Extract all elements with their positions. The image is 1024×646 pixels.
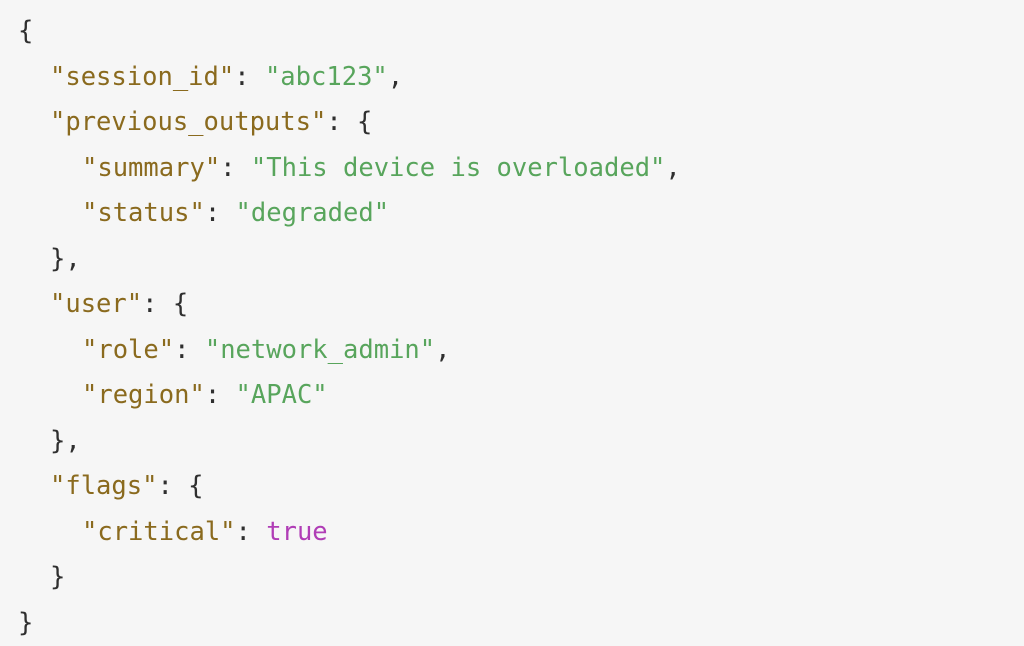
code-line-7: "user": { <box>18 282 1024 328</box>
summary-value: "This device is overloaded" <box>251 153 666 183</box>
critical-value: true <box>266 517 327 547</box>
session-id-key: "session_id" <box>50 62 234 92</box>
close-brace: } <box>18 608 33 638</box>
code-line-2: "session_id": "abc123", <box>18 55 1024 101</box>
open-brace: { <box>18 16 33 46</box>
code-line-12: "critical": true <box>18 510 1024 556</box>
code-line-14: } <box>18 601 1024 646</box>
region-key: "region" <box>82 380 205 410</box>
code-line-9: "region": "APAC" <box>18 373 1024 419</box>
code-line-1: { <box>18 9 1024 55</box>
code-line-5: "status": "degraded" <box>18 191 1024 237</box>
code-line-10: }, <box>18 419 1024 465</box>
code-line-13: } <box>18 555 1024 601</box>
session-id-value: "abc123" <box>265 62 388 92</box>
code-line-6: }, <box>18 237 1024 283</box>
status-key: "status" <box>82 198 205 228</box>
role-value: "network_admin" <box>205 335 435 365</box>
code-line-8: "role": "network_admin", <box>18 328 1024 374</box>
flags-key: "flags" <box>50 471 157 501</box>
status-value: "degraded" <box>236 198 390 228</box>
code-line-4: "summary": "This device is overloaded", <box>18 146 1024 192</box>
region-value: "APAC" <box>236 380 328 410</box>
previous-outputs-key: "previous_outputs" <box>50 107 326 137</box>
summary-key: "summary" <box>82 153 220 183</box>
code-line-3: "previous_outputs": { <box>18 100 1024 146</box>
critical-key: "critical" <box>82 517 236 547</box>
code-line-11: "flags": { <box>18 464 1024 510</box>
role-key: "role" <box>82 335 174 365</box>
user-key: "user" <box>50 289 142 319</box>
